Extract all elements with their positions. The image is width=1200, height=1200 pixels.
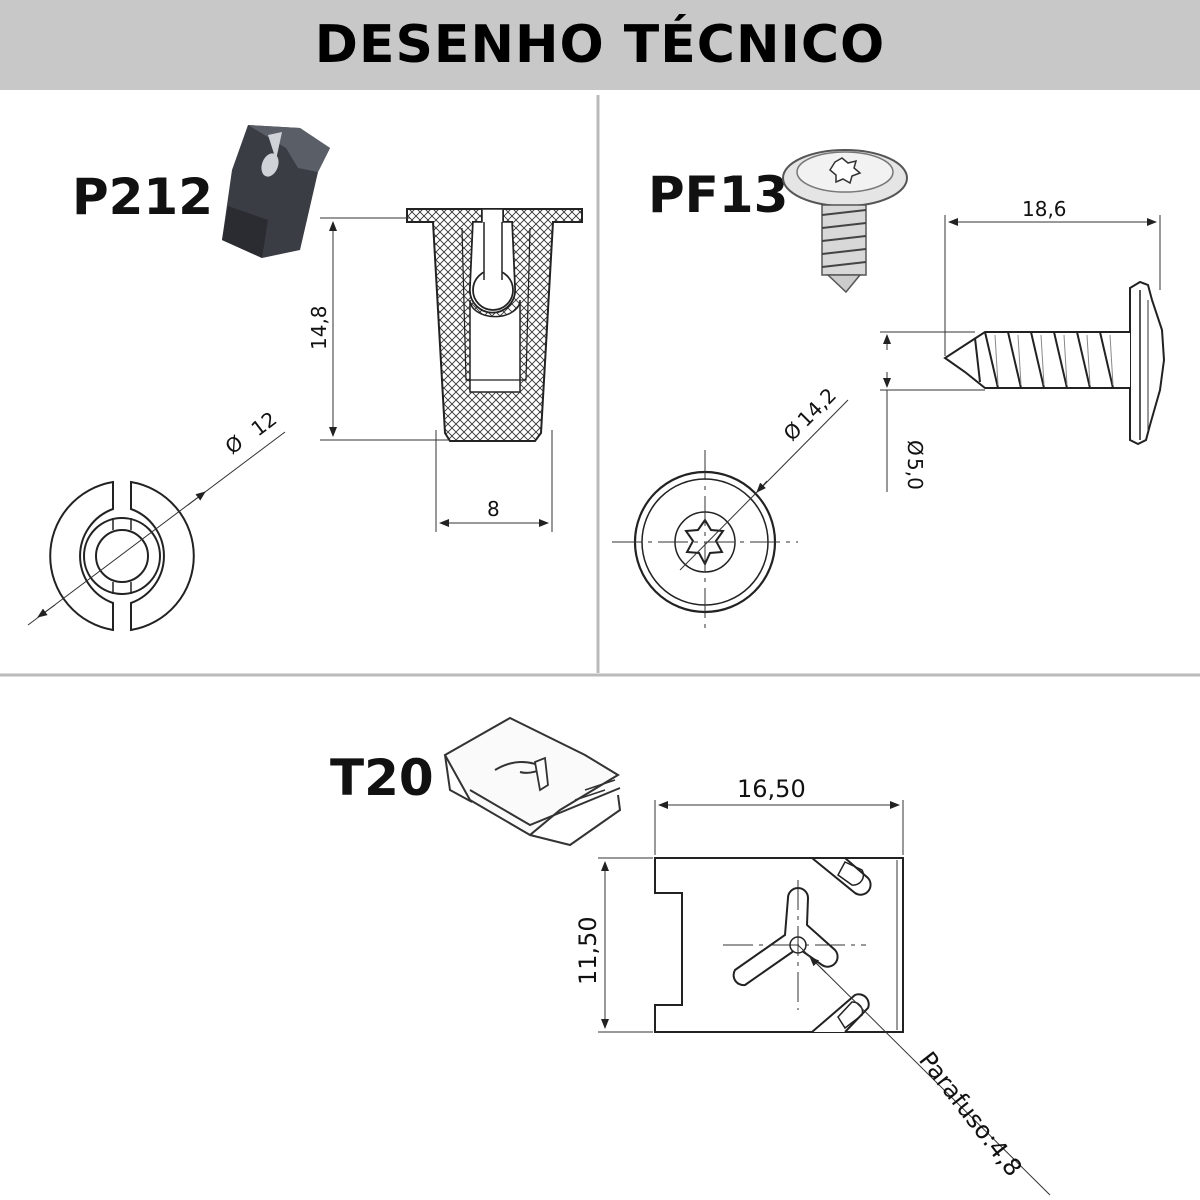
- p212-dim-diameter-symbol: Ø: [221, 430, 248, 459]
- pf13-side-view: [943, 280, 1166, 446]
- pf13-section: PF13 18,6: [612, 149, 1166, 632]
- p212-label: P212: [72, 168, 213, 226]
- t20-dim-width: 16,50: [737, 775, 806, 803]
- page-title: DESENHO TÉCNICO: [314, 15, 886, 75]
- pf13-product-image: [782, 149, 908, 294]
- header-banner: DESENHO TÉCNICO: [0, 0, 1200, 90]
- t20-front-view: [654, 857, 1051, 1196]
- p212-product-image: [222, 125, 330, 258]
- p212-section: P212 14,8 8: [27, 125, 583, 632]
- t20-dim-height: 11,50: [574, 916, 602, 985]
- t20-screw-note: Parafuso:4,8: [913, 1046, 1027, 1181]
- p212-dim-width: 8: [487, 497, 500, 521]
- p212-dim-diameter: 12: [247, 407, 282, 441]
- p212-top-view: Ø 12: [27, 407, 286, 632]
- pf13-dim-head-diameter: 14,2: [793, 383, 841, 431]
- t20-label: T20: [330, 749, 434, 807]
- p212-section-view: [406, 208, 583, 442]
- pf13-dim-thread-diameter: 5,0: [903, 458, 927, 490]
- pf13-label: PF13: [648, 166, 788, 224]
- pf13-dim-length: 18,6: [1022, 197, 1067, 221]
- p212-dim-height: 14,8: [307, 305, 331, 350]
- t20-product-image: [443, 716, 622, 847]
- pf13-dim-thread-symbol: Ø: [903, 440, 927, 456]
- pf13-top-view: Ø 14,2: [612, 383, 849, 632]
- t20-section: T20: [330, 716, 1051, 1196]
